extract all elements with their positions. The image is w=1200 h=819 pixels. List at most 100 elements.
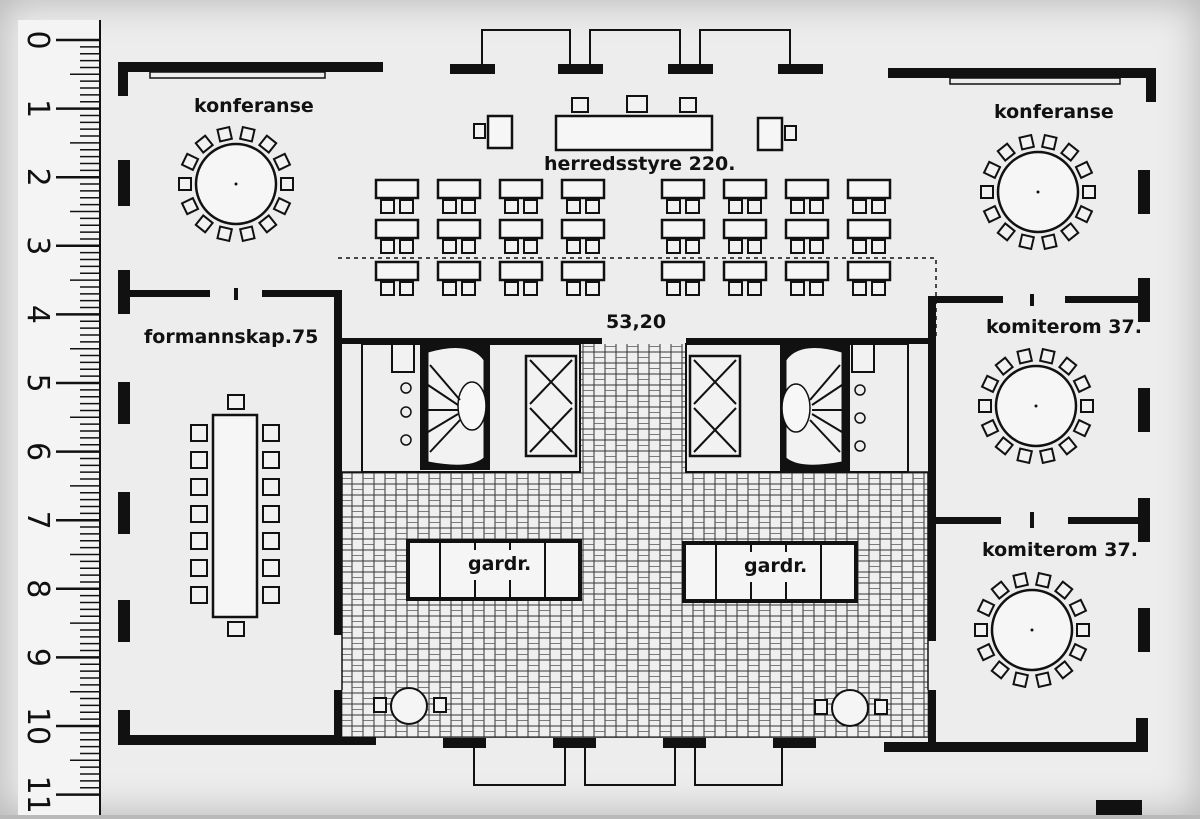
- chair: [190, 424, 208, 442]
- chair: [685, 199, 700, 214]
- chair: [996, 222, 1017, 242]
- chair: [216, 225, 234, 243]
- label-gardr-right: gardr.: [744, 555, 807, 577]
- chair: [1057, 436, 1078, 456]
- chair: [523, 281, 538, 296]
- chair: [978, 399, 992, 413]
- chair: [280, 177, 294, 191]
- chair: [728, 239, 743, 254]
- ruler-number: 10: [20, 707, 55, 745]
- chair: [380, 281, 395, 296]
- chair: [666, 281, 681, 296]
- chair: [852, 239, 867, 254]
- chair: [790, 239, 805, 254]
- left-core: [361, 343, 581, 473]
- delegate-desk: [846, 260, 892, 282]
- chair: [1080, 399, 1094, 413]
- chair: [1016, 447, 1034, 465]
- chair: [504, 239, 519, 254]
- chair: [523, 199, 538, 214]
- chair: [982, 160, 1002, 180]
- chair: [809, 281, 824, 296]
- hall: [341, 344, 929, 738]
- chair: [585, 281, 600, 296]
- delegate-desk: [660, 218, 706, 240]
- chair: [262, 586, 280, 604]
- ruler-number: 9: [20, 648, 55, 667]
- delegate-desk: [374, 218, 420, 240]
- chair: [216, 125, 234, 143]
- chair: [262, 478, 280, 496]
- ruler-number: 0: [20, 30, 55, 49]
- chair: [523, 239, 538, 254]
- round-table: [974, 571, 1090, 689]
- chair: [747, 281, 762, 296]
- chair: [1034, 571, 1052, 589]
- label-formannskap: formannskap.75: [144, 326, 318, 348]
- chair: [809, 199, 824, 214]
- chair: [1038, 447, 1056, 465]
- chair: [982, 204, 1002, 224]
- chair: [262, 451, 280, 469]
- chair: [585, 239, 600, 254]
- chair: [974, 623, 988, 637]
- chair: [976, 642, 996, 662]
- chair: [666, 239, 681, 254]
- chair: [380, 199, 395, 214]
- chair: [747, 199, 762, 214]
- chair: [1068, 642, 1088, 662]
- dimension-label: 53,20: [606, 311, 666, 333]
- chair: [1068, 598, 1088, 618]
- chair: [262, 532, 280, 550]
- delegate-desk: [436, 218, 482, 240]
- delegate-desk: [498, 178, 544, 200]
- chair: [1040, 133, 1058, 151]
- chair: [1012, 571, 1030, 589]
- chair: [976, 598, 996, 618]
- label-gardr-left: gardr.: [468, 553, 531, 575]
- delegate-desk: [846, 178, 892, 200]
- round-tables: [178, 125, 1096, 689]
- ruler-number: 8: [20, 579, 55, 598]
- delegate-desk: [436, 260, 482, 282]
- ruler-ticks: [56, 20, 101, 815]
- chair: [1057, 356, 1078, 376]
- chair: [1053, 580, 1074, 600]
- chair: [257, 134, 278, 154]
- right-core: [685, 343, 909, 473]
- chair: [262, 559, 280, 577]
- delegate-desk: [722, 260, 768, 282]
- chair: [504, 281, 519, 296]
- delegate-desks: [374, 178, 892, 296]
- chair: [747, 239, 762, 254]
- chair: [461, 239, 476, 254]
- chair: [1016, 347, 1034, 365]
- ruler-number: 5: [20, 373, 55, 392]
- chair: [380, 239, 395, 254]
- chair: [585, 199, 600, 214]
- chair: [1074, 204, 1094, 224]
- chair: [1038, 347, 1056, 365]
- chair: [990, 660, 1011, 680]
- chair: [1018, 233, 1036, 251]
- chair: [461, 281, 476, 296]
- label-konferanse-right: konferanse: [994, 101, 1114, 123]
- chair: [809, 239, 824, 254]
- delegate-desk: [498, 260, 544, 282]
- delegate-desk: [784, 178, 830, 200]
- round-table: [978, 347, 1094, 465]
- room-labels: konferanse konferanse herredsstyre 220. …: [144, 95, 1142, 577]
- corner-mark: [1096, 800, 1142, 815]
- chair: [461, 199, 476, 214]
- outer-walls: [118, 29, 1156, 786]
- chair: [666, 199, 681, 214]
- chair: [1059, 142, 1080, 162]
- delegate-desk: [660, 260, 706, 282]
- round-table: [980, 133, 1096, 251]
- chair: [852, 199, 867, 214]
- delegate-desk: [374, 260, 420, 282]
- delegate-desk: [660, 178, 706, 200]
- chair: [685, 239, 700, 254]
